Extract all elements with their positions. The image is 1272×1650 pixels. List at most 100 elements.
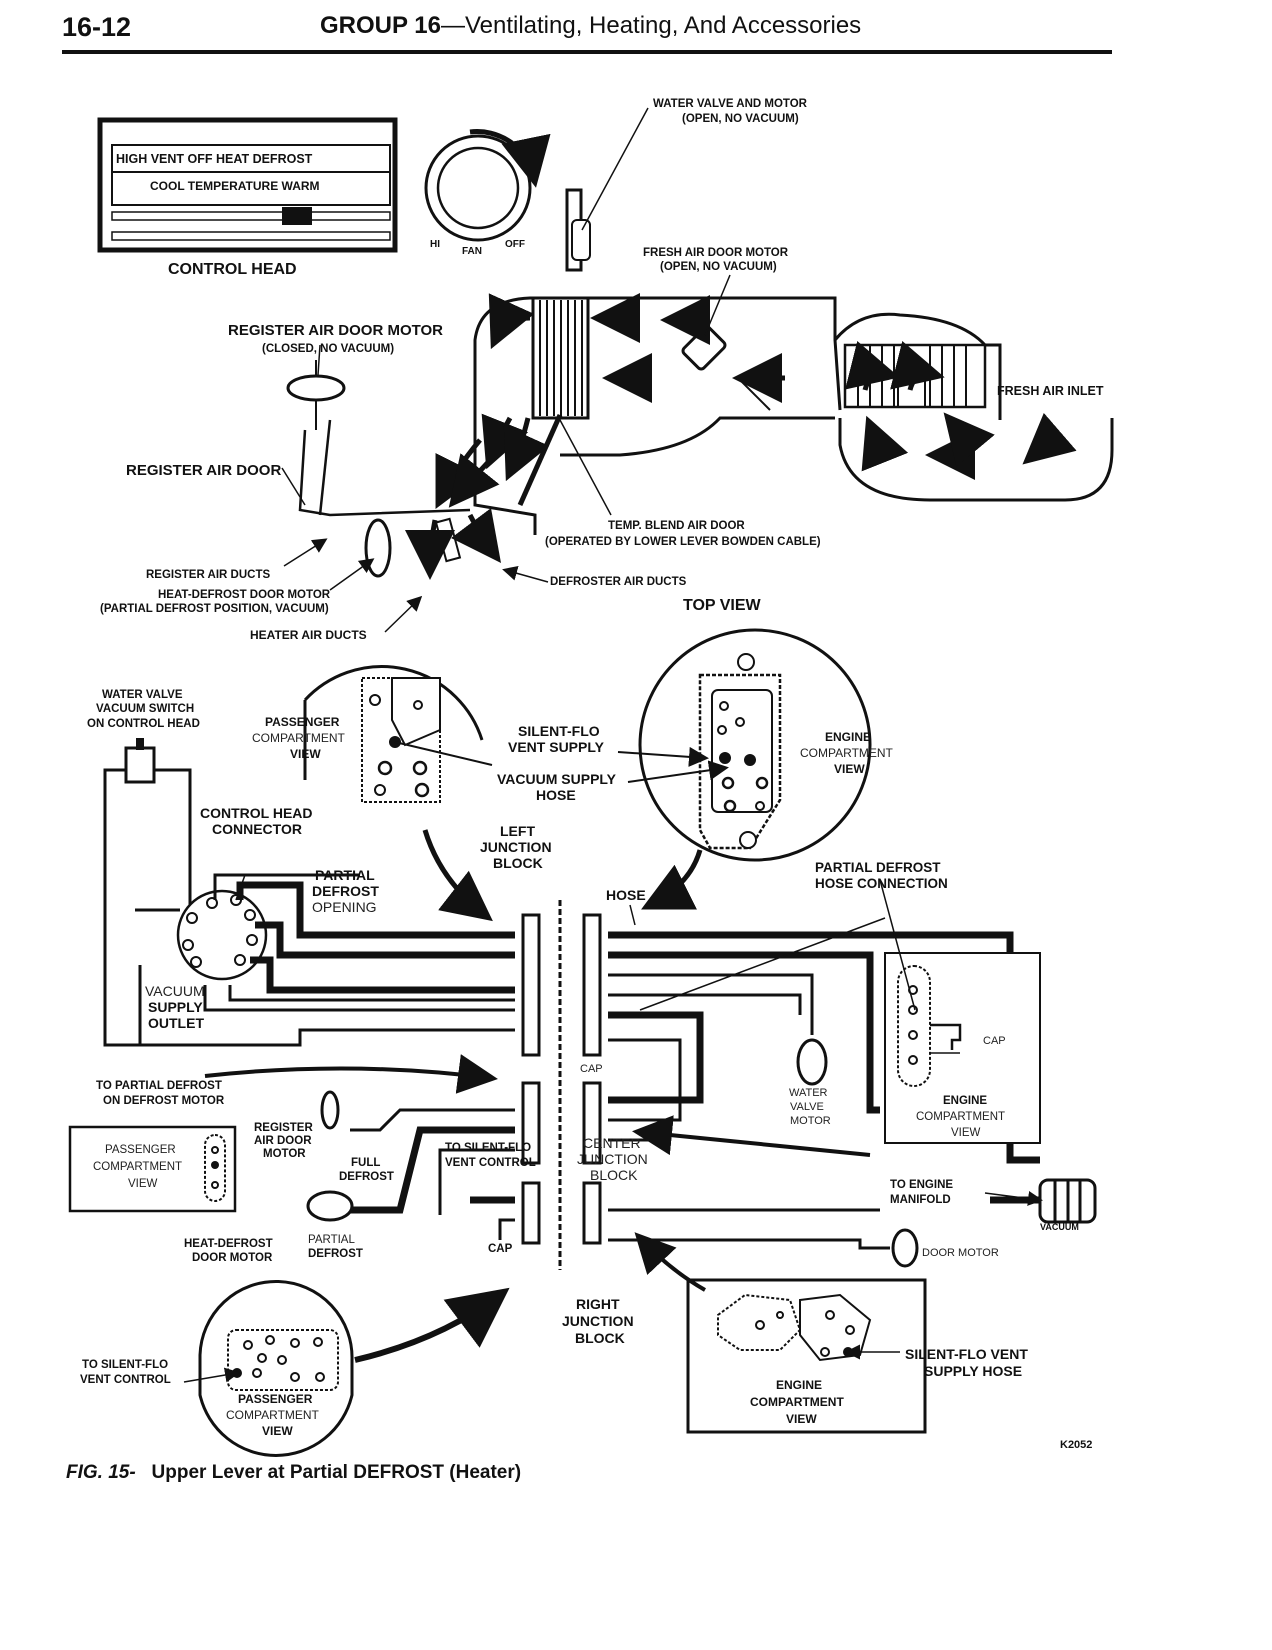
temp-blend-door-note: (OPERATED BY LOWER LEVER BOWDEN CABLE) bbox=[545, 536, 821, 548]
pass-view-3: VIEW bbox=[290, 747, 321, 761]
silent-flo-label-1: SILENT-FLO bbox=[518, 723, 600, 739]
partial-defrost-opening-1: PARTIAL bbox=[315, 867, 375, 883]
engine-compartment-view-bottom bbox=[686, 1278, 927, 1434]
control-head-temperature: COOL TEMPERATURE WARM bbox=[150, 179, 320, 193]
heat-defrost-motor-small-2: DOOR MOTOR bbox=[192, 1252, 273, 1264]
register-air-door-motor bbox=[286, 360, 346, 430]
fan-off: OFF bbox=[505, 239, 525, 250]
right-junction-1: RIGHT bbox=[576, 1296, 620, 1312]
full-defrost-1: FULL bbox=[351, 1157, 380, 1169]
pass-view-1: PASSENGER bbox=[265, 715, 340, 729]
pass-view-bottom-2: COMPARTMENT bbox=[226, 1408, 320, 1422]
pass-view-left-2: COMPARTMENT bbox=[93, 1161, 182, 1173]
pass-view-2: COMPARTMENT bbox=[252, 731, 346, 745]
fan-label: FAN bbox=[462, 246, 482, 257]
vacuum-outlet-2: SUPPLY bbox=[148, 999, 203, 1015]
heat-defrost-door-motor-small bbox=[306, 1190, 354, 1222]
pass-view-bottom-1: PASSENGER bbox=[238, 1392, 313, 1406]
partial-defrost-opening-3: OPENING bbox=[312, 899, 377, 915]
top-view-label: TOP VIEW bbox=[683, 597, 762, 614]
passenger-compartment-view-left bbox=[68, 1125, 237, 1213]
vacuum-cut-label: VACUUM bbox=[1040, 1222, 1079, 1232]
register-air-door-motor-state: (CLOSED, NO VACUUM) bbox=[262, 343, 394, 355]
partial-defrost-small-2: DEFROST bbox=[308, 1248, 363, 1260]
to-partial-defrost-2: ON DEFROST MOTOR bbox=[103, 1095, 225, 1107]
register-motor-1: REGISTER bbox=[254, 1122, 313, 1134]
control-head-label: CONTROL HEAD bbox=[168, 261, 297, 278]
cap-label-right: CAP bbox=[983, 1035, 1006, 1047]
engine-manifold-fitting bbox=[990, 1178, 1097, 1224]
figure-code: K2052 bbox=[1060, 1439, 1092, 1451]
engine-view-right-2: COMPARTMENT bbox=[916, 1111, 1005, 1123]
to-partial-defrost-1: TO PARTIAL DEFROST bbox=[96, 1080, 222, 1092]
water-valve bbox=[565, 188, 591, 272]
fan-hi: HI bbox=[430, 239, 440, 250]
full-defrost-2: DEFROST bbox=[339, 1171, 394, 1183]
register-air-ducts-label: REGISTER AIR DUCTS bbox=[146, 569, 270, 581]
figure-number: FIG. 15- bbox=[66, 1462, 136, 1483]
water-valve-vacuum-switch bbox=[103, 738, 192, 1047]
fresh-air-inlet-label: FRESH AIR INLET bbox=[997, 384, 1104, 398]
group-title: —Ventilating, Heating, And Accessories bbox=[440, 12, 862, 39]
pass-view-left-1: PASSENGER bbox=[105, 1144, 176, 1156]
water-motor-3: MOTOR bbox=[790, 1115, 831, 1127]
water-motor-1: WATER bbox=[789, 1087, 828, 1099]
heat-defrost-motor-small-1: HEAT-DEFROST bbox=[184, 1238, 273, 1250]
control-head-connector bbox=[176, 889, 268, 981]
door-motor-small bbox=[891, 1228, 919, 1268]
figure-caption: FIG. 15- Upper Lever at Partial DEFROST … bbox=[66, 1462, 521, 1484]
heat-defrost-motor-state: (PARTIAL DEFROST POSITION, VACUUM) bbox=[100, 603, 329, 615]
register-air-door-motor-label: REGISTER AIR DOOR MOTOR bbox=[228, 322, 443, 339]
water-switch-label-2: VACUUM SWITCH bbox=[96, 703, 194, 715]
right-junction-2: JUNCTION bbox=[562, 1313, 634, 1329]
air-flow-arrows bbox=[405, 293, 1077, 580]
water-switch-label-1: WATER VALVE bbox=[102, 689, 183, 701]
page-number: 16-12 bbox=[62, 12, 132, 42]
silent-flo-label-2: VENT SUPPLY bbox=[508, 739, 605, 755]
vacuum-supply-label-1: VACUUM SUPPLY bbox=[497, 771, 617, 787]
right-junction-3: BLOCK bbox=[575, 1330, 625, 1346]
silent-flo-hose-2: SUPPLY HOSE bbox=[924, 1363, 1022, 1379]
pass-view-bottom-3: VIEW bbox=[262, 1424, 293, 1438]
register-motor-2: AIR DOOR bbox=[254, 1135, 312, 1147]
water-motor-2: VALVE bbox=[790, 1101, 824, 1113]
to-silent-flo-bottom-2: VENT CONTROL bbox=[80, 1374, 171, 1386]
vacuum-outlet-1: VACUUM bbox=[145, 983, 205, 999]
engine-view-right-3: VIEW bbox=[951, 1127, 981, 1139]
heater-air-ducts-label: HEATER AIR DUCTS bbox=[250, 628, 367, 642]
to-silent-flo-1: TO SILENT-FLO bbox=[445, 1142, 531, 1154]
register-air-door-label: REGISTER AIR DOOR bbox=[126, 462, 281, 479]
water-valve-state: (OPEN, NO VACUUM) bbox=[682, 113, 799, 125]
engine-view-1: ENGINE bbox=[825, 730, 871, 744]
control-head-connector-1: CONTROL HEAD bbox=[200, 805, 313, 821]
water-valve-label: WATER VALVE AND MOTOR bbox=[653, 98, 808, 110]
partial-defrost-hose-1: PARTIAL DEFROST bbox=[815, 860, 941, 875]
fresh-air-door-motor-label: FRESH AIR DOOR MOTOR bbox=[643, 247, 789, 259]
center-junction-2: JUNCTION bbox=[577, 1151, 648, 1167]
engine-view-3: VIEW bbox=[834, 762, 865, 776]
heat-defrost-motor-label: HEAT-DEFROST DOOR MOTOR bbox=[158, 589, 331, 601]
control-head-modes: HIGH VENT OFF HEAT DEFROST bbox=[116, 152, 313, 166]
engine-view-2: COMPARTMENT bbox=[800, 746, 894, 760]
register-door-motor-small bbox=[320, 1090, 340, 1130]
header-rule bbox=[62, 50, 1112, 54]
engine-compartment-view-top bbox=[638, 628, 872, 862]
to-silent-flo-2: VENT CONTROL bbox=[445, 1157, 536, 1169]
partial-defrost-opening-2: DEFROST bbox=[312, 883, 379, 899]
door-motor-label: DOOR MOTOR bbox=[922, 1247, 999, 1259]
cap-label-center: CAP bbox=[580, 1063, 603, 1075]
heat-defrost-door-motor bbox=[364, 517, 462, 578]
engine-compartment-view-right bbox=[884, 952, 1041, 1144]
top-view-leaders bbox=[281, 107, 731, 633]
schematic-arrows bbox=[183, 741, 1043, 1383]
engine-view-bottom-2: COMPARTMENT bbox=[750, 1395, 844, 1409]
figure-caption-text: Upper Lever at Partial DEFROST (Heater) bbox=[151, 1462, 522, 1483]
water-valve-motor bbox=[796, 1038, 828, 1086]
to-engine-manifold-1: TO ENGINE bbox=[890, 1179, 953, 1191]
passenger-compartment-view-bottom bbox=[198, 1279, 354, 1457]
vacuum-supply-label-2: HOSE bbox=[536, 787, 576, 803]
center-junction-3: BLOCK bbox=[590, 1167, 638, 1183]
hose-label: HOSE bbox=[606, 887, 646, 903]
register-motor-3: MOTOR bbox=[263, 1148, 306, 1160]
passenger-compartment-view-top bbox=[303, 665, 484, 803]
